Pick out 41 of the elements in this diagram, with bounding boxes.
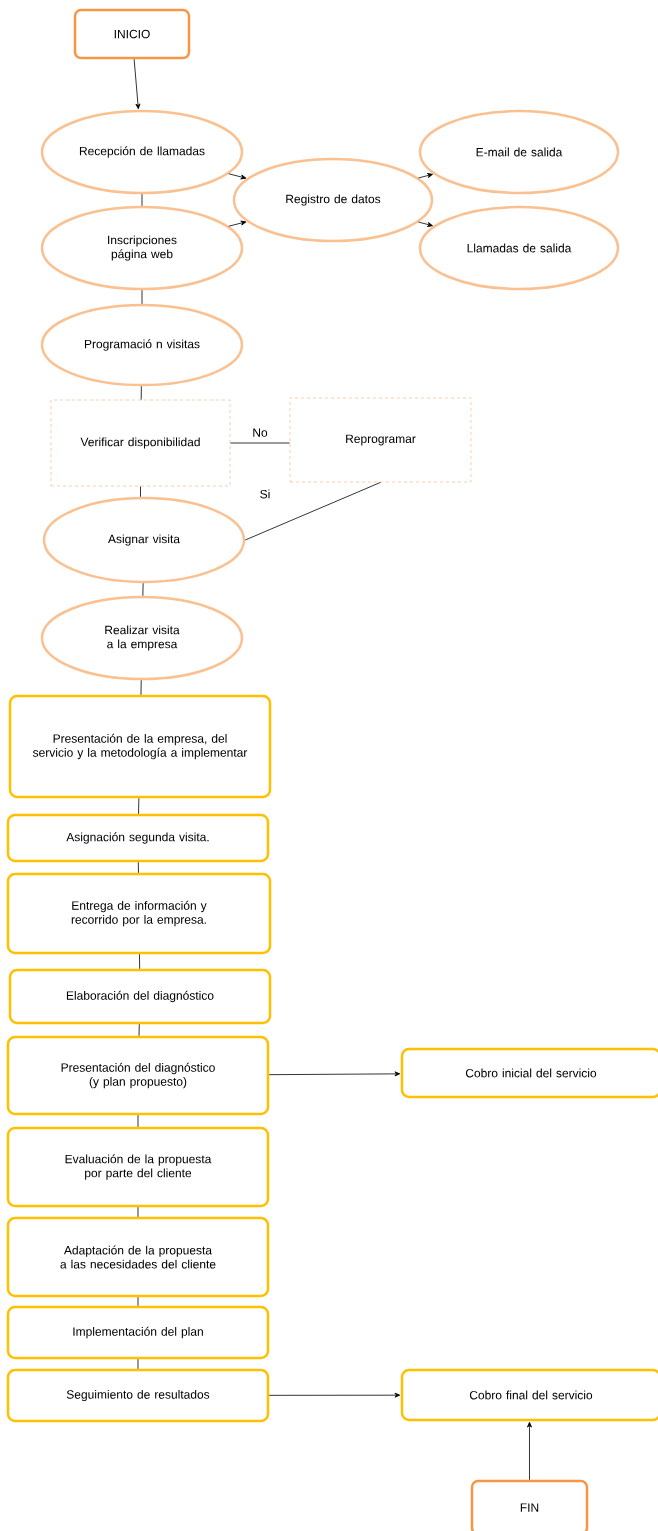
process-box: Elaboración del diagnóstico <box>8 968 272 1025</box>
terminal-box: INICIO <box>73 8 191 60</box>
edge-label: No <box>251 427 269 438</box>
connector-line <box>137 1114 139 1128</box>
arrow <box>228 220 247 227</box>
process-box: Cobro final del servicio <box>400 1368 658 1422</box>
process-box: Cobro inicial del servicio <box>400 1047 658 1099</box>
process-box: Adaptación de la propuesta a las necesidades del cliente <box>6 1216 270 1298</box>
process-box: Asignación segunda visita. <box>6 813 270 863</box>
connector-line <box>137 861 139 874</box>
arrow <box>418 221 433 227</box>
connector-line <box>141 289 143 305</box>
process-box: Presentación del diagnóstico (y plan propuesto) <box>6 1035 270 1116</box>
arrow <box>268 1392 401 1398</box>
connector-line <box>140 385 142 400</box>
decision-box: Verificar disponibilidad <box>50 399 231 487</box>
connector-line <box>138 797 140 815</box>
process-box: Entrega de información y recorrido por la empresa. <box>6 872 272 955</box>
arrow <box>268 1071 401 1077</box>
connector-line <box>137 1358 139 1370</box>
arrow <box>133 58 141 110</box>
connector-line <box>137 1296 139 1307</box>
connector-line <box>137 1206 139 1218</box>
connector-line <box>141 193 143 207</box>
connector-line <box>230 442 290 444</box>
process-box: Evaluación de la propuesta por parte del cliente <box>6 1126 270 1208</box>
connector-line <box>244 482 381 541</box>
connector-line <box>138 1023 140 1037</box>
arrow <box>418 173 433 179</box>
process-box: Presentación de la empresa, del servicio y la metodología a implementar <box>8 694 272 799</box>
connector-line <box>139 953 141 970</box>
process-box: Seguimiento de resultados <box>6 1368 270 1423</box>
branch-label: Si <box>260 489 270 499</box>
decision-box: Reprogramar <box>289 397 472 483</box>
connector-line <box>142 582 144 597</box>
process-box: Implementación del plan <box>6 1305 270 1360</box>
arrow <box>228 173 247 180</box>
connector-line <box>140 679 142 696</box>
terminal-box: FIN <box>470 1479 589 1531</box>
arrow <box>527 1421 532 1481</box>
connector-line <box>140 486 141 498</box>
